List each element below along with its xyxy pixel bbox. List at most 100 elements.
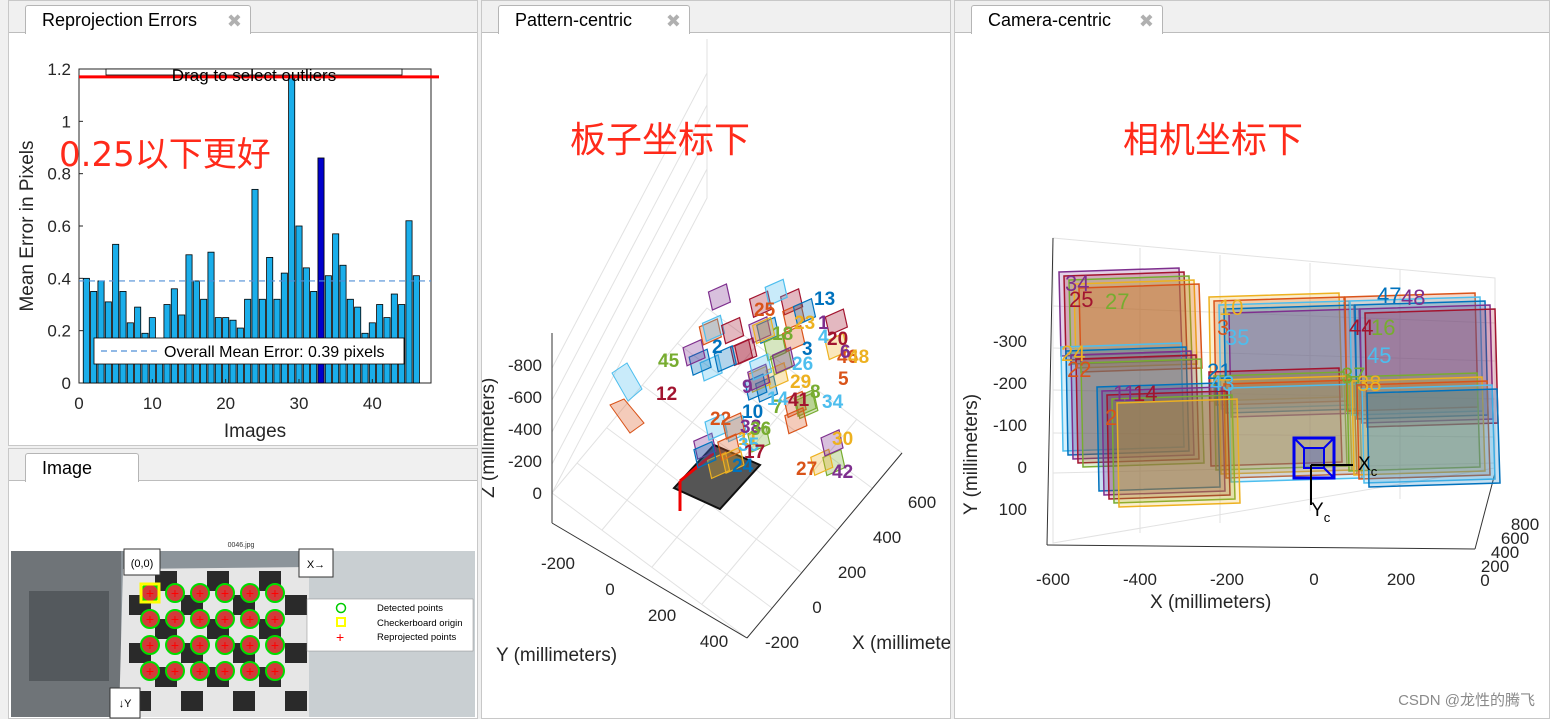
outlier-drag-box[interactable]	[105, 68, 403, 76]
error-bar[interactable]	[192, 280, 200, 384]
error-bar[interactable]	[339, 264, 347, 384]
pattern-grid-line	[576, 462, 773, 609]
reprojected-point: +	[271, 611, 279, 627]
error-bar[interactable]	[97, 280, 105, 384]
pattern-pose-label: 34	[822, 392, 844, 413]
detected-point	[215, 635, 235, 655]
camera-pose-frustum	[723, 414, 748, 443]
close-icon[interactable]: ✖	[665, 11, 681, 31]
pattern-y-tick: 200	[648, 606, 676, 625]
tab-image[interactable]: Image	[25, 453, 139, 482]
camera-pose-frustum	[792, 297, 817, 326]
error-bar[interactable]	[288, 76, 296, 384]
board-cluster	[1058, 267, 1501, 508]
camera-pose-frustum	[824, 332, 848, 361]
error-bar[interactable]	[412, 275, 420, 384]
camera-frustum-edge	[1293, 437, 1305, 449]
detected-point	[140, 661, 160, 681]
error-bar[interactable]	[302, 267, 310, 384]
x-tick-label: 30	[290, 394, 309, 413]
error-bar[interactable]	[185, 254, 193, 384]
detected-point	[140, 635, 160, 655]
camera-cluster	[609, 278, 849, 480]
detected-point	[140, 609, 160, 629]
camera-z-axis	[1474, 472, 1496, 550]
pattern-z-tick: -200	[508, 452, 542, 471]
camera-grid-line	[1052, 305, 1496, 324]
error-bar[interactable]	[251, 188, 259, 384]
camera-pose-frustum	[748, 316, 772, 344]
pattern-pose-label: 10	[742, 402, 763, 423]
x-axis-label: Images	[224, 421, 286, 442]
camera-annotation: 相机坐标下	[1123, 120, 1304, 161]
error-bar[interactable]	[280, 272, 288, 384]
pattern-pose-label: 38	[740, 417, 761, 438]
pattern-x-tick: -200	[765, 633, 799, 652]
error-bar[interactable]	[317, 157, 325, 384]
x-tick-label: 20	[216, 394, 235, 413]
detected-point	[190, 635, 210, 655]
board-pose-plane	[1116, 398, 1241, 508]
origin-legend-icon	[336, 617, 346, 627]
reprojected-point: +	[196, 585, 204, 601]
camera-pose-frustum	[707, 283, 732, 311]
board-pose-label: 45	[1367, 343, 1391, 368]
board-pose-label: 43	[1210, 371, 1234, 396]
reprojection-error-chart[interactable]: Drag to select outliers00.20.40.60.811.2…	[9, 33, 477, 445]
calibration-image-view[interactable]: 0046.jpg ++++++++++++++++++++++++ (0,0) …	[9, 481, 477, 719]
error-bar[interactable]	[332, 233, 340, 384]
reprojected-point: +	[221, 663, 229, 679]
camera-pose-frustum	[693, 440, 717, 469]
error-bar[interactable]	[324, 275, 332, 384]
error-bar[interactable]	[82, 277, 90, 384]
pattern-x-axis	[746, 452, 903, 639]
pattern-pose-label: 46	[837, 347, 858, 368]
reprojected-point: +	[221, 637, 229, 653]
pattern-grid-line	[601, 344, 758, 531]
camera-pose-frustum	[721, 446, 745, 475]
y-tick-label: 1	[62, 112, 71, 131]
detected-point	[240, 635, 260, 655]
board-pose-label: 10	[1219, 295, 1243, 320]
tab-camera-label: Camera-centric	[988, 10, 1112, 30]
board-pose-label: 34	[1065, 271, 1089, 296]
error-bar[interactable]	[207, 251, 215, 384]
error-bar[interactable]	[170, 288, 178, 384]
detected-point	[190, 583, 210, 603]
camera-pose-frustum	[701, 314, 726, 343]
error-bar[interactable]	[405, 220, 413, 384]
pattern-centric-plot[interactable]: -800-600-400-2000-20002004006004002000-2…	[482, 33, 950, 719]
reprojection-panel: Reprojection Errors ✖ Drag to select out…	[8, 0, 478, 446]
tab-camera-centric[interactable]: Camera-centric ✖	[971, 5, 1163, 34]
error-bar[interactable]	[90, 291, 98, 384]
camera-pose-frustum	[771, 346, 796, 375]
reprojected-point: +	[146, 585, 154, 601]
camera-pose-frustum	[682, 338, 706, 367]
camera-x-tick: -200	[1210, 570, 1244, 589]
pattern-pose-label: 6	[840, 342, 851, 363]
close-icon[interactable]: ✖	[1138, 11, 1154, 31]
error-bar[interactable]	[266, 256, 274, 384]
tab-pattern-centric[interactable]: Pattern-centric ✖	[498, 5, 690, 34]
camera-pose-frustum	[698, 318, 723, 346]
board-pose-label: 22	[1067, 357, 1091, 382]
pattern-pose-label: 13	[814, 289, 835, 310]
y-axis-label: ↓Y	[119, 698, 133, 710]
pattern-pose-label: 8	[810, 382, 821, 403]
board-pose-plane	[1351, 376, 1486, 476]
reprojected-point: +	[171, 663, 179, 679]
pattern-pose-label: 2	[712, 337, 723, 358]
pattern-pose-label: 35	[738, 435, 760, 456]
board-pose-plane	[1366, 388, 1501, 488]
pattern-tabstrip: Pattern-centric ✖	[482, 1, 950, 34]
tab-reprojection-errors[interactable]: Reprojection Errors ✖	[25, 5, 251, 34]
pattern-pose-label: 12	[656, 384, 677, 405]
error-bar[interactable]	[119, 291, 127, 384]
close-icon[interactable]: ✖	[226, 11, 242, 31]
pattern-x-tick: 0	[812, 598, 821, 617]
error-bar[interactable]	[310, 291, 318, 384]
camera-pose-frustum	[699, 354, 723, 382]
error-bar[interactable]	[112, 243, 120, 384]
board-pose-plane	[1065, 346, 1190, 456]
